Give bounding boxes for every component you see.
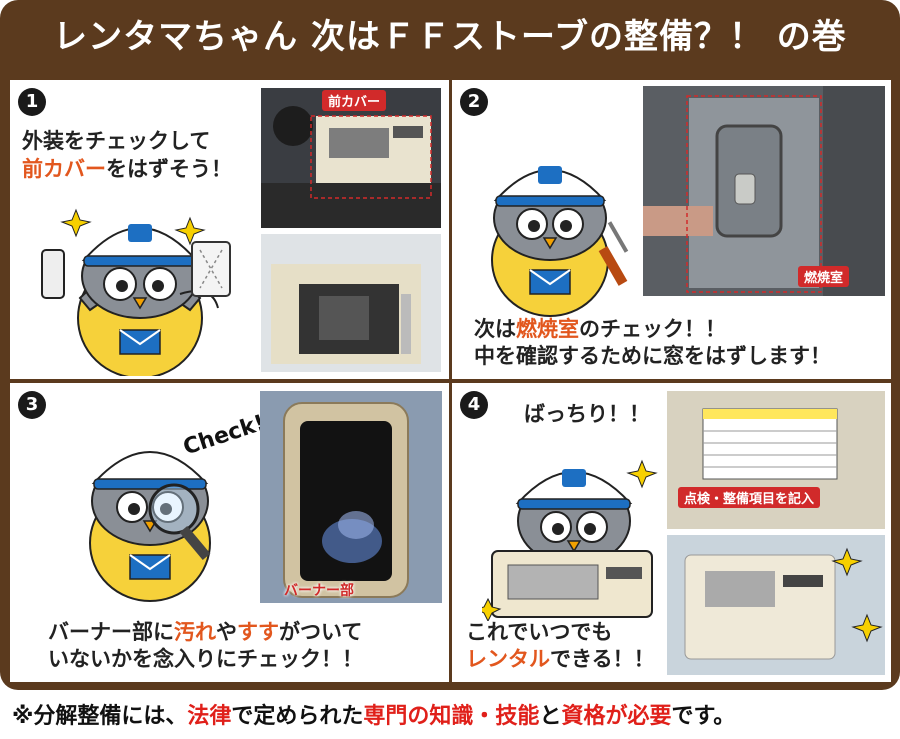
mascot-illustration: [491, 166, 629, 317]
exclamation-text: ばっちり！！: [524, 402, 650, 426]
panel-text-line1: 外装をチェックして: [22, 129, 211, 153]
photo-inspection-sheet: [667, 391, 885, 529]
mascot-illustration: [89, 451, 211, 602]
panel-text-line1: バーナー部に汚れやすすがついて: [48, 620, 363, 644]
panel-text-line1: 次は燃焼室のチェック！！: [474, 317, 726, 341]
photo-label: 点検・整備項目を記入: [678, 487, 821, 508]
panel-3: 3 Check! バーナー部 バーナー部に汚れやすすがついて いないかを念入りに…: [10, 383, 449, 682]
panel-text-line2: 前カバーをはずそう！: [22, 157, 232, 181]
photo-stove-open: [261, 234, 441, 372]
panel-text-line2: 中を確認するために窓をはずします！: [474, 344, 831, 368]
panel-2: 2 燃焼室 次は燃焼室のチェック！！ 中を確認するために窓をはずします！: [452, 80, 891, 379]
panel-text-line1: これでいつでも: [466, 620, 613, 644]
panel-1: 1 外装をチェックして 前カバーをはずそう！ 前カバー: [10, 80, 449, 379]
photo-label: 前カバー: [322, 90, 387, 111]
panel-text-line2: レンタルできる！！: [466, 647, 655, 671]
photo-stove-front: [261, 88, 441, 228]
panel-number: 2: [460, 88, 488, 116]
photo-combustion-chamber: [643, 86, 885, 296]
panel-text-line2: いないかを念入りにチェック！！: [48, 647, 363, 671]
photo-label: バーナー部: [284, 583, 354, 599]
page-title: レンタマちゃん 次はＦＦストーブの整備？！ の巻: [53, 17, 847, 57]
footer-note: ※分解整備には、法律で定められた専門の知識・技能と資格が必要です。: [12, 704, 736, 729]
mascot-illustration: [482, 459, 658, 621]
mascot-illustration: [41, 208, 219, 376]
front-cover-drawing: [191, 241, 231, 297]
photo-label: 燃焼室: [798, 266, 850, 287]
panel-number: 4: [460, 391, 488, 419]
panel-number: 3: [18, 391, 46, 419]
photo-stove-wrapped: [667, 535, 885, 675]
panel-number: 1: [18, 88, 46, 116]
panel-4: 4 ばっちり！！ 点検・整備項目を記入: [452, 383, 891, 682]
photo-burner: [260, 391, 442, 603]
